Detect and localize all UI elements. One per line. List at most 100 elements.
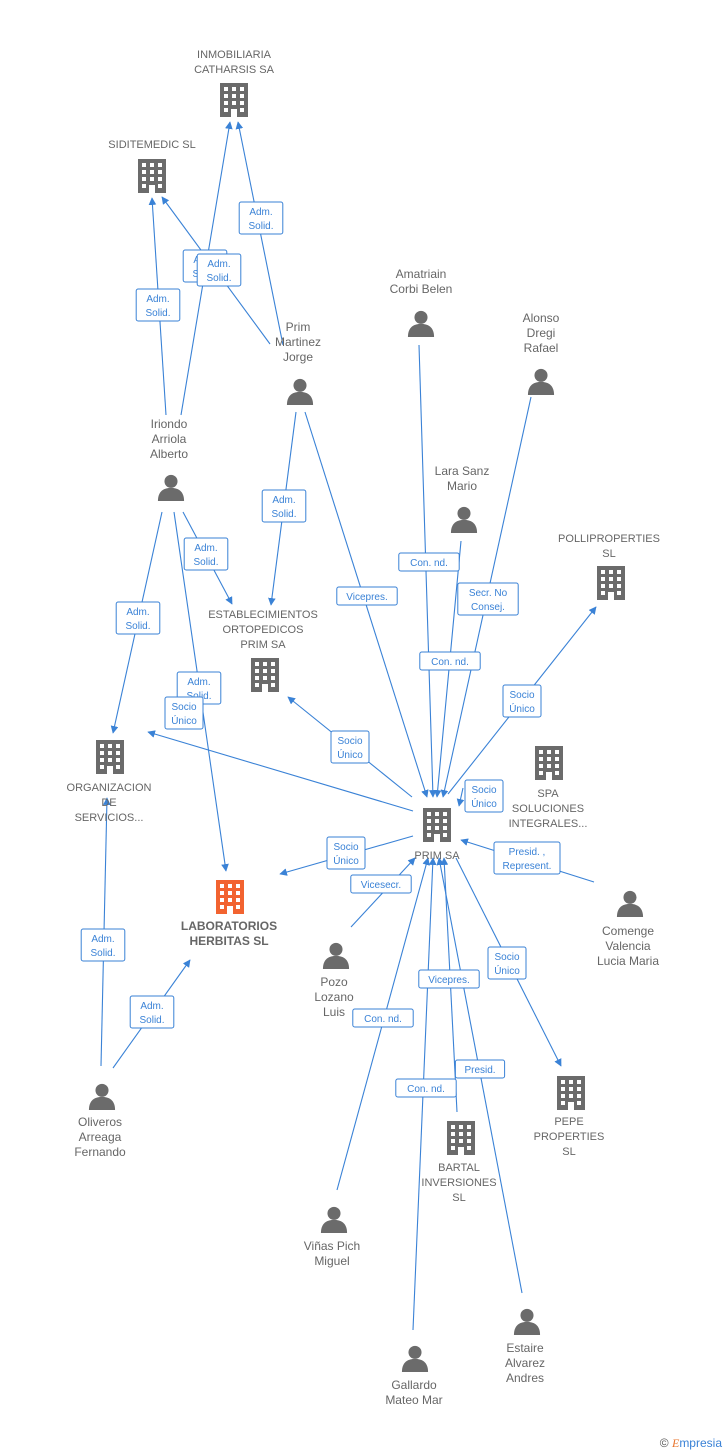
node-label: PRIM SA bbox=[414, 850, 460, 862]
edge-label-text: Adm. bbox=[207, 259, 230, 270]
edge-label[interactable]: Con. nd. bbox=[395, 1078, 457, 1098]
node-label: Alberto bbox=[150, 447, 188, 461]
edge-label-text: Único bbox=[494, 964, 520, 977]
edge-label[interactable]: Vicepres. bbox=[336, 586, 398, 606]
person-icon bbox=[88, 1083, 116, 1110]
node-label: POLLIPROPERTIES bbox=[558, 533, 660, 545]
edge-label-box bbox=[336, 586, 398, 606]
edge-label[interactable]: Adm. Solid. bbox=[135, 288, 181, 322]
node-label: Dregi bbox=[527, 326, 556, 340]
edge-label-text: Único bbox=[333, 854, 359, 867]
edge-label-box bbox=[261, 489, 307, 523]
edge-label[interactable]: Con. nd. bbox=[352, 1008, 414, 1028]
node-prim_sa[interactable]: PRIM SA bbox=[414, 808, 460, 862]
person-icon bbox=[513, 1308, 541, 1335]
edge-label[interactable]: Vicepres. bbox=[418, 969, 480, 989]
node-label: Amatriain bbox=[396, 267, 447, 281]
building-icon bbox=[447, 1121, 475, 1155]
building-icon bbox=[220, 83, 248, 117]
node-polliproperties[interactable]: POLLIPROPERTIES SL bbox=[558, 533, 660, 600]
edge-label[interactable]: Con. nd. bbox=[398, 552, 460, 572]
building-icon bbox=[423, 808, 451, 842]
edge-label[interactable]: Adm.Solid. bbox=[196, 253, 242, 287]
edge-label-text: Único bbox=[171, 714, 197, 727]
node-organizacion[interactable]: ORGANIZACIONDESERVICIOS... bbox=[67, 740, 152, 824]
edge-label-text: Con. nd. bbox=[431, 657, 469, 668]
copyright-icon: © bbox=[659, 1436, 669, 1450]
edge-label-box bbox=[457, 582, 519, 616]
building-icon bbox=[597, 566, 625, 600]
node-label: Oliveros bbox=[78, 1115, 122, 1129]
person-icon bbox=[616, 890, 644, 917]
node-label: Jorge bbox=[283, 350, 313, 364]
edge-label[interactable]: Adm.Solid. bbox=[115, 601, 161, 635]
node-label: Estaire bbox=[506, 1341, 544, 1355]
node-label: Lucia Maria bbox=[597, 954, 659, 968]
person-icon bbox=[401, 1345, 429, 1372]
edge-label[interactable]: Adm.Solid. bbox=[183, 537, 229, 571]
edge-label-box bbox=[418, 969, 480, 989]
edge-label-box bbox=[398, 552, 460, 572]
node-siditemedic[interactable]: SIDITEMEDIC SL bbox=[108, 139, 196, 193]
edge-label[interactable]: Vicesecr. bbox=[350, 874, 412, 894]
edge-label[interactable]: Adm.Solid. bbox=[80, 928, 126, 962]
edge-label-text: Adm. bbox=[146, 294, 169, 305]
person-icon bbox=[450, 506, 478, 533]
person-icon bbox=[157, 474, 185, 501]
edge-label[interactable]: Presid. bbox=[454, 1059, 506, 1079]
edge-label-text: Único bbox=[471, 797, 497, 810]
edge-label-text: Adm. bbox=[187, 677, 210, 688]
edge-label-text: Solid. bbox=[139, 1015, 164, 1026]
node-label: Lozano bbox=[314, 990, 354, 1004]
node-label: SOLUCIONES bbox=[512, 803, 584, 815]
edge-label[interactable]: Presid. ,Represent. bbox=[493, 841, 561, 875]
edge-label[interactable]: Adm.Solid. bbox=[129, 995, 175, 1029]
node-label: Mario bbox=[447, 479, 477, 493]
brand-initial: E bbox=[671, 1436, 680, 1450]
node-label: Andres bbox=[506, 1371, 544, 1385]
edge-label[interactable]: Adm.Solid. bbox=[238, 201, 284, 235]
node-label: Rafael bbox=[524, 341, 559, 355]
edge-label-text: Solid. bbox=[90, 948, 115, 959]
edge-label-text: Socio bbox=[509, 690, 534, 701]
node-label: SL bbox=[602, 548, 615, 560]
edge-label-text: Socio bbox=[494, 952, 519, 963]
edge-label-box bbox=[487, 946, 527, 980]
node-spa[interactable]: SPASOLUCIONESINTEGRALES... bbox=[509, 746, 588, 830]
edge-label-text: Solid. bbox=[193, 557, 218, 568]
edge-label[interactable]: Con. nd. bbox=[419, 651, 481, 671]
edge-label-text: Solid. bbox=[271, 509, 296, 520]
edge-label-text: Con. nd. bbox=[364, 1014, 402, 1025]
node-label: DE bbox=[101, 797, 116, 809]
building-icon bbox=[96, 740, 124, 774]
edge-label[interactable]: Adm.Solid. bbox=[261, 489, 307, 523]
edge-label-box bbox=[493, 841, 561, 875]
node-label: Miguel bbox=[314, 1254, 349, 1268]
edge-label-box bbox=[115, 601, 161, 635]
edge-label-text: Solid. bbox=[145, 308, 170, 319]
